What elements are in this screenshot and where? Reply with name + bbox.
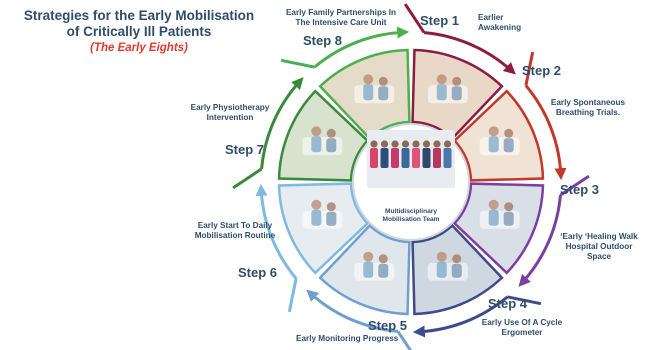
step-8-title: Step 8 <box>303 33 343 48</box>
team-photo <box>367 130 455 188</box>
arrow-tail-step-7 <box>232 167 263 190</box>
arrow-tail-step-5 <box>396 330 413 350</box>
arrow-step-8 <box>313 26 410 69</box>
photo-figure-step-3 <box>479 199 520 229</box>
segment-step-7 <box>277 89 370 182</box>
title-line-1: Strategies for the Early Mobilisation <box>23 8 255 23</box>
photo-figure-step-1 <box>427 74 468 104</box>
photo-figure-step-6 <box>302 199 343 229</box>
step-3-title: Step 3 <box>560 182 600 197</box>
title-line-2: of Critically Ill Patients <box>66 24 212 39</box>
team-member <box>401 140 410 168</box>
step-6-label: Early Start To Daily Mobilisation Routin… <box>194 221 276 240</box>
team-member <box>422 140 431 168</box>
arrow-step-2 <box>524 84 567 181</box>
arrow-step-3 <box>518 194 562 287</box>
step-1-label: Earlier Awakening <box>478 13 522 32</box>
photo-figure-step-5 <box>354 251 395 281</box>
step-7-title: Step 7 <box>225 142 265 157</box>
step-8-label: Early Family Partnerships In The Intensi… <box>285 8 397 27</box>
photo-figure-step-4 <box>427 251 468 281</box>
photo-figure-step-2 <box>479 126 520 156</box>
arrow-step-7 <box>260 77 304 170</box>
step-3-label: ‘Early ‘Healing Walk Hospital Outdoor Sp… <box>560 232 638 261</box>
step-4-label: Early Use Of A Cycle Ergometer <box>481 318 563 337</box>
arrow-step-5 <box>306 289 399 333</box>
team-member <box>412 140 420 168</box>
center-label: Multidisciplinary Mobilisation Team <box>382 208 440 223</box>
step-5-title: Step 5 <box>368 318 408 333</box>
step-4-title: Step 4 <box>488 296 528 311</box>
step-5-label: Early Monitoring Progress <box>296 334 399 343</box>
step-6-title: Step 6 <box>238 265 278 280</box>
photo-segments <box>277 48 545 316</box>
team-member <box>380 140 389 168</box>
arrow-tail-step-6 <box>287 278 298 313</box>
arrow-tail-step-2 <box>524 51 535 86</box>
step-2-title: Step 2 <box>522 63 562 78</box>
photo-figure-step-8 <box>354 74 395 104</box>
diagram-title: Strategies for the Early Mobilisation of… <box>8 8 270 56</box>
arrow-step-6 <box>255 183 298 280</box>
step-arrows <box>232 3 590 350</box>
step-2-label: Early Spontaneous Breathing Trials. <box>550 98 626 117</box>
segment-step-2 <box>452 89 545 182</box>
team-member <box>391 140 399 168</box>
arrow-step-4 <box>412 295 509 338</box>
arrow-tail-step-3 <box>559 174 590 197</box>
team-member <box>433 140 441 168</box>
step-7-label: Early Physiotherapy Intervention <box>190 103 270 122</box>
subtitle: (The Early Eights) <box>90 42 188 54</box>
arrow-step-1 <box>423 31 516 75</box>
arrow-tail-step-1 <box>403 3 426 34</box>
team-member <box>443 140 452 168</box>
team-member <box>370 140 378 168</box>
step-1-title: Step 1 <box>420 13 460 28</box>
arrow-tail-step-8 <box>280 58 315 69</box>
arrow-tail-step-4 <box>507 295 542 306</box>
photo-figure-step-7 <box>302 126 343 156</box>
